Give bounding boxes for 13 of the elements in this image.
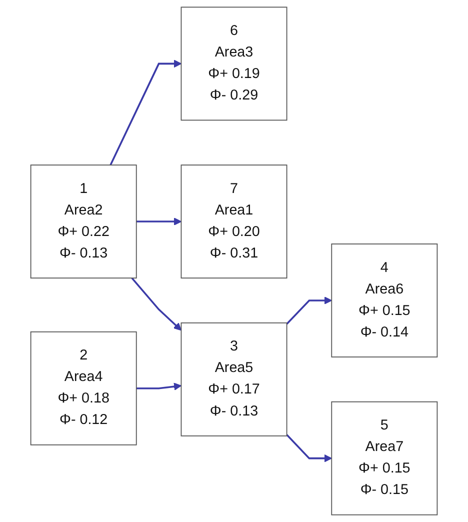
node-box xyxy=(180,164,288,278)
node-box xyxy=(331,244,438,358)
arrow xyxy=(131,277,182,331)
arrow xyxy=(286,434,332,462)
node-box xyxy=(30,164,137,278)
arrow xyxy=(286,296,332,325)
arrow xyxy=(136,382,182,390)
arrow xyxy=(136,218,182,226)
node-box xyxy=(30,331,137,446)
arrow xyxy=(110,60,182,166)
node-box xyxy=(331,401,438,516)
node-box xyxy=(180,322,288,436)
node-box xyxy=(180,6,288,121)
